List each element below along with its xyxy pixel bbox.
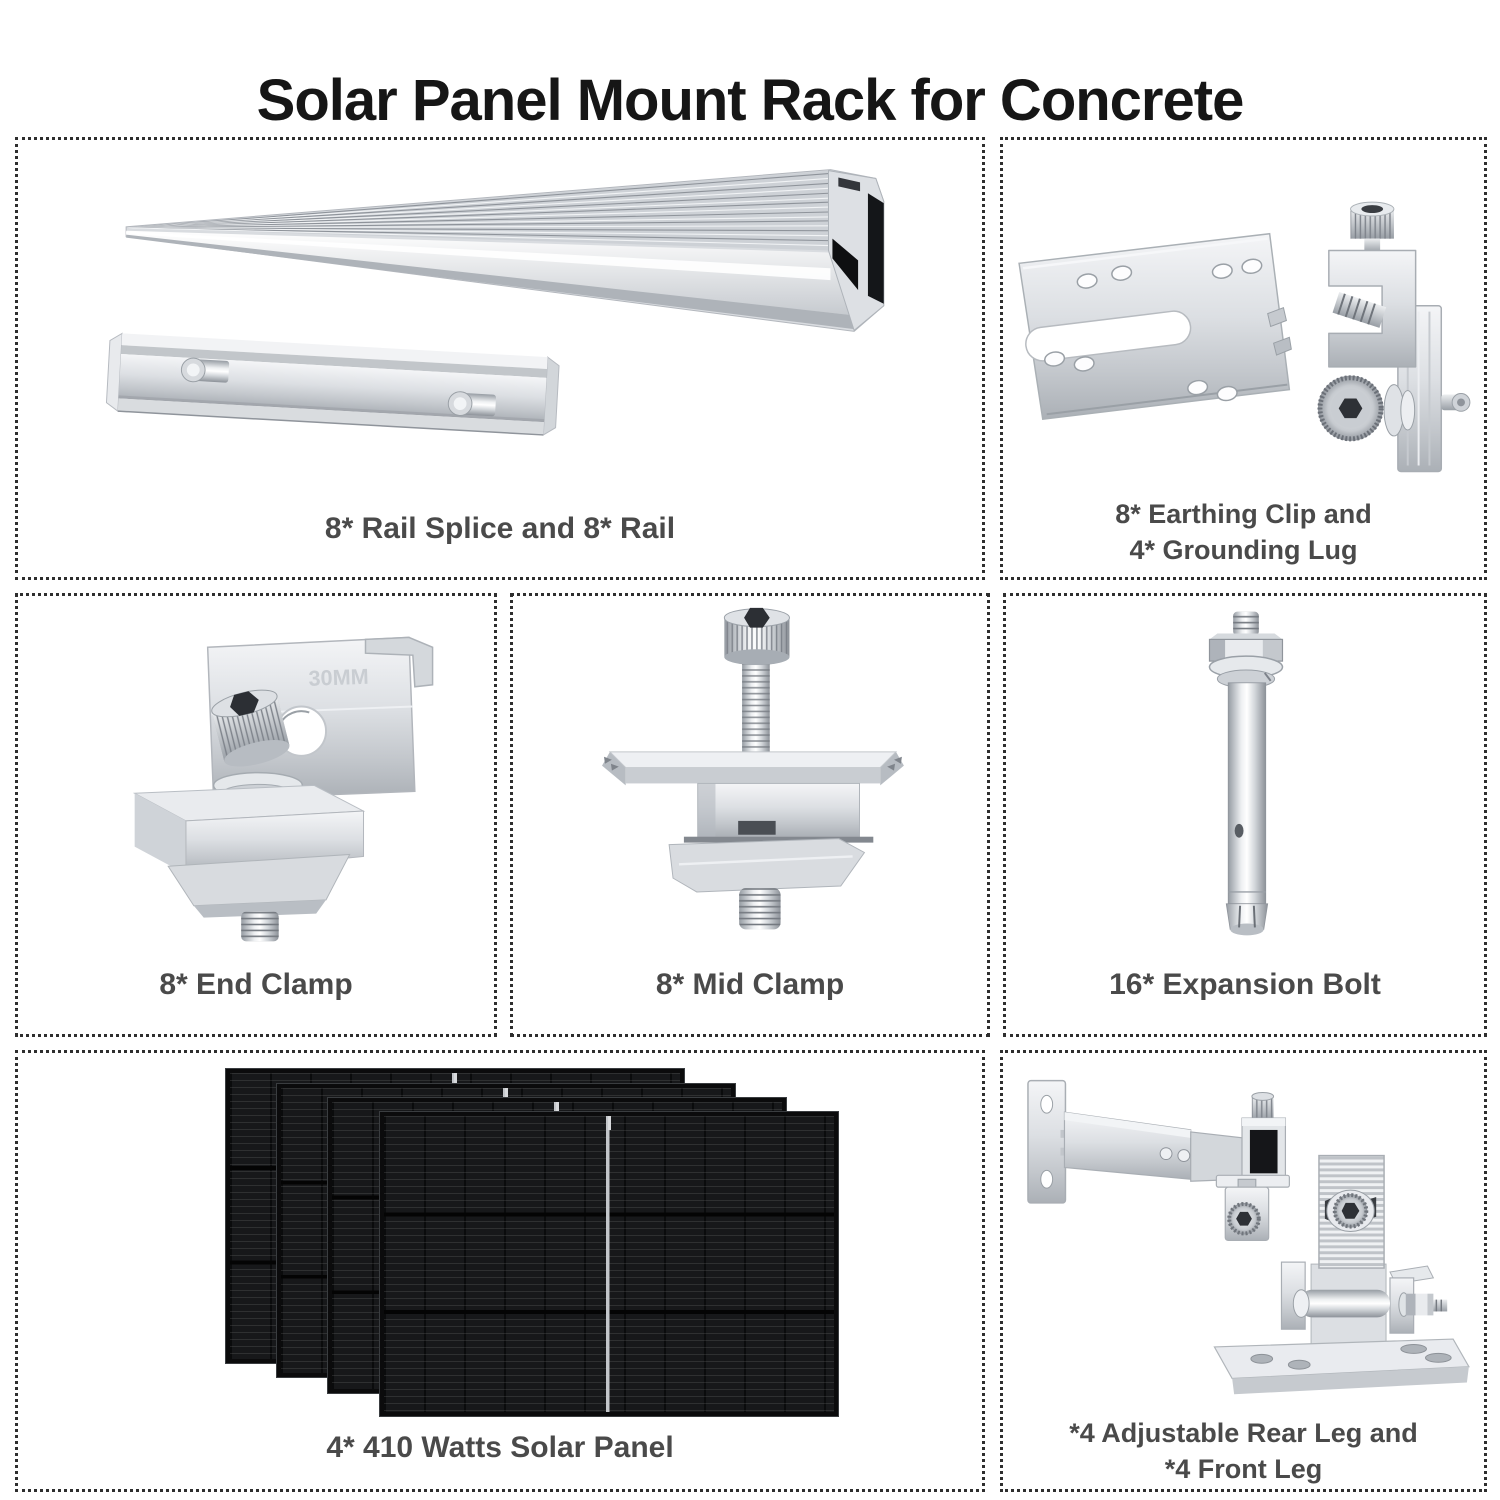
earthing-caption-line2: 4* Grounding Lug xyxy=(1129,535,1358,565)
panel-expansion-bolt: 16* Expansion Bolt xyxy=(1003,593,1487,1037)
end-clamp-embossed-text: 30MM xyxy=(308,664,369,691)
panel-mid-clamp: 8* Mid Clamp xyxy=(510,593,990,1037)
end-clamp-screw xyxy=(211,689,290,767)
end-clamp-caption: 8* End Clamp xyxy=(159,968,353,1001)
expansion-bolt-caption: 16* Expansion Bolt xyxy=(1109,968,1381,1001)
page-title: Solar Panel Mount Rack for Concrete xyxy=(256,67,1245,133)
legs-caption-line2: *4 Front Leg xyxy=(1164,1454,1323,1484)
clip-holes xyxy=(1044,258,1263,402)
splice-pin xyxy=(180,357,230,383)
earthing-caption: 8* Earthing Clip and 4* Grounding Lug xyxy=(1003,496,1484,568)
mid-clamp-image xyxy=(602,607,904,930)
grounding-lug-illustration xyxy=(1317,201,1471,473)
rail-and-splice-image xyxy=(105,169,885,436)
lug-socket-screw xyxy=(1317,375,1416,442)
panel-solar-panels: 4* 410 Watts Solar Panel xyxy=(15,1050,985,1492)
mid-clamp-illustration xyxy=(602,607,904,930)
panel-earthing-clip-grounding-lug: 8* Earthing Clip and 4* Grounding Lug xyxy=(1000,137,1487,580)
legs-caption-line1: *4 Adjustable Rear Leg and xyxy=(1069,1418,1418,1448)
solar-panel-caption: 4* 410 Watts Solar Panel xyxy=(326,1431,674,1464)
solar-panel-image xyxy=(379,1111,839,1417)
splice-pin xyxy=(447,391,497,417)
panel-legs: *4 Adjustable Rear Leg and *4 Front Leg xyxy=(1000,1050,1487,1492)
legs-image xyxy=(1027,1079,1470,1395)
lug-thread-screw xyxy=(1332,292,1387,328)
rail-splice-illustration xyxy=(105,332,560,436)
mid-clamp-caption: 8* Mid Clamp xyxy=(655,968,845,1001)
rail-illustration xyxy=(125,169,885,332)
rear-leg-illustration xyxy=(1027,1079,1290,1242)
front-leg-illustration xyxy=(1213,1154,1470,1395)
end-clamp-image: 30MM xyxy=(132,636,434,942)
expansion-bolt-image xyxy=(1208,611,1284,936)
earthing-clip-and-lug-image xyxy=(1018,201,1471,473)
legs-caption: *4 Adjustable Rear Leg and *4 Front Leg xyxy=(1003,1415,1484,1487)
panel-end-clamp: 30MM 8* End xyxy=(15,593,497,1037)
earthing-caption-line1: 8* Earthing Clip and xyxy=(1115,499,1372,529)
panel-rail-splice-and-rail: 8* Rail Splice and 8* Rail xyxy=(15,137,985,580)
rail-caption: 8* Rail Splice and 8* Rail xyxy=(324,512,676,545)
end-clamp-illustration: 30MM xyxy=(132,636,434,942)
expansion-bolt-illustration xyxy=(1208,611,1284,936)
earthing-clip-illustration xyxy=(1018,232,1292,420)
